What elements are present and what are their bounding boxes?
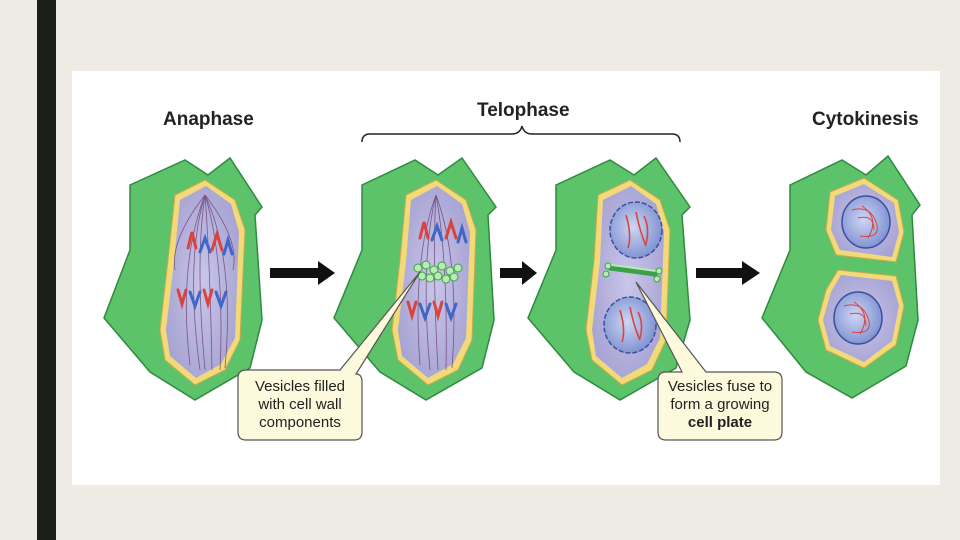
- cell-plate: [607, 265, 658, 277]
- vesicles: [413, 260, 463, 284]
- callout-vesicles-filled-shape: [237, 271, 421, 441]
- cytoplasm: [398, 186, 470, 378]
- nucleus-top: [609, 201, 663, 259]
- daughter-cell-bottom: [817, 269, 905, 369]
- label-cytokinesis: Cytokinesis: [812, 109, 919, 130]
- label-anaphase: Anaphase: [163, 109, 254, 130]
- callout-line: Vesicles fuse to: [667, 378, 773, 395]
- arrow-telophase-to-cytokinesis: [696, 261, 760, 285]
- chromosomes-bottom: [406, 300, 458, 323]
- cytokinesis-cells: [761, 154, 921, 399]
- chromosomes-top: [186, 228, 234, 256]
- chromosomes-bottom: [176, 288, 228, 311]
- telophase-cell-late: [527, 156, 691, 401]
- spindle-fibers: [174, 194, 235, 371]
- callout-vesicles-fuse: Vesicles fuse to form a growing cell pla…: [660, 378, 780, 432]
- callout-vesicles-filled: Vesicles filled with cell wall component…: [241, 378, 359, 432]
- callout-line: form a growing: [670, 396, 770, 413]
- label-telophase: Telophase: [477, 100, 570, 121]
- anaphase-cell: [103, 156, 263, 401]
- nucleus-bottom: [603, 296, 657, 354]
- slide-side-bar: [37, 0, 56, 540]
- arrow-anaphase-to-telophase: [270, 261, 335, 285]
- chromosomes-top: [418, 216, 468, 244]
- nucleus: [833, 291, 883, 345]
- callout-line: with cell wall: [258, 396, 342, 413]
- callout-line: Vesicles filled: [254, 378, 346, 395]
- callout-line: components: [259, 414, 341, 431]
- callout-cell-plate: cell plate: [687, 414, 753, 431]
- telophase-brace: [361, 125, 681, 143]
- nucleus: [841, 195, 891, 249]
- callout-vesicles-fuse-shape: [635, 281, 783, 441]
- daughter-cell-top: [825, 177, 905, 263]
- arrow-telophase-step: [500, 261, 537, 285]
- vesicles-edge: [602, 262, 663, 283]
